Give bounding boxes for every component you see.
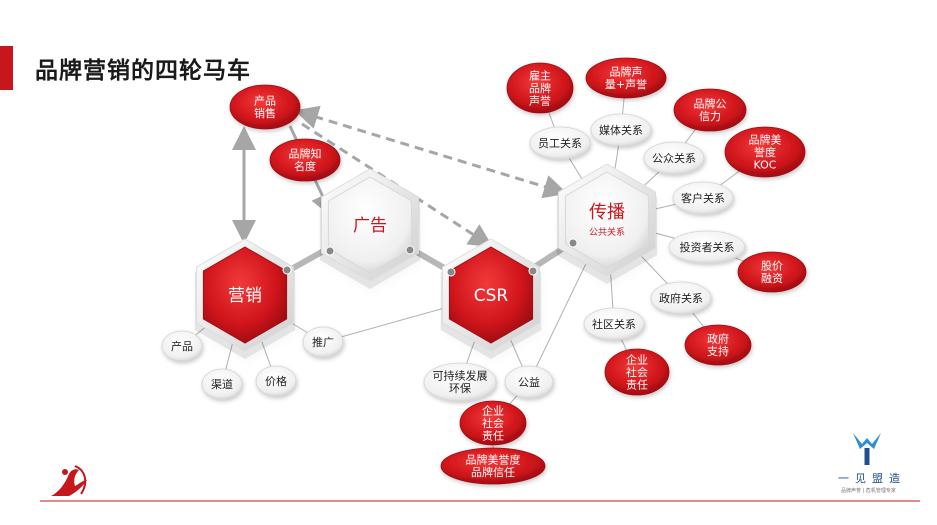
node-label: 信力 [699,110,721,123]
dashed-arrow-line [294,105,568,199]
node-customer-relations: 客户关系 [672,181,734,215]
node-label: 客户关系 [681,191,725,205]
hex-advert: 广告 [319,168,421,289]
connector-knob [325,246,335,256]
node-label: 品牌声 [610,65,643,79]
node-label: 可持续发展 [433,369,488,383]
node-gov-relations: 政府关系 [650,281,712,315]
node-community-relations: 社区关系 [583,307,645,341]
node-employee-relations: 员工关系 [529,126,591,160]
node-label: 政府关系 [659,291,703,305]
node-label: 社会 [482,416,504,430]
node-investor-relations: 投资者关系 [668,230,746,264]
node-label: 公益 [518,375,540,389]
page-title: 品牌营销的四轮马车 [35,58,251,84]
node-label: 品牌知 [289,147,322,161]
node-label: 企业 [626,353,648,367]
node-label: 品牌美誉度 [466,453,521,467]
node-label: 雇主 [529,69,551,83]
node-label: 投资者关系 [680,240,735,254]
node-label: 企业 [482,404,504,418]
node-promotion: 推广 [302,326,344,358]
node-label: 员工关系 [538,136,582,150]
node-public-welfare: 公益 [504,365,554,399]
node-label: 公众关系 [652,151,696,165]
brand-logo-icon [853,433,881,465]
node-label: 融资 [761,272,783,285]
node-label: 产品 [171,339,193,353]
node-product: 产品 [161,330,203,362]
node-label: 名度 [294,159,316,173]
archer-logo-icon [51,465,87,496]
connector-knob [446,267,456,277]
connector-knob [528,266,538,276]
node-label: 社区关系 [592,317,636,331]
hex-marketing: 营销 [194,238,296,359]
node-label: 股价 [761,260,783,273]
node-label: 渠道 [211,377,233,391]
title-accent-bar [0,46,13,90]
node-label: 媒体关系 [599,123,643,137]
node-label: 推广 [312,335,334,349]
node-label: 责任 [626,379,648,392]
node-label: 销售 [254,106,276,120]
hex-csr: CSR [440,238,542,359]
node-label: 支持 [707,344,729,358]
connector-knob [568,238,578,248]
connector-knob [405,245,415,255]
node-label: 品牌信任 [471,465,515,479]
connector-knob [282,265,292,275]
node-price: 价格 [255,365,297,397]
footer-divider [40,500,920,502]
node-label: 环保 [449,381,471,395]
brand-logo-name: 一见盟造 [838,472,906,485]
hex-label: 广告 [353,216,387,236]
node-label: 价格 [265,374,287,388]
node-label: 声誉 [529,94,551,108]
hex-label: 营销 [228,286,262,306]
hex-label: 传播 [589,202,625,223]
node-label: 品牌 [529,81,551,95]
node-label: 政府 [707,332,729,346]
node-media-relations: 媒体关系 [590,113,652,147]
node-label: 量+声誉 [605,77,647,91]
node-public-relations: 公众关系 [643,141,705,175]
node-label: 品牌公 [694,97,727,111]
node-label: 誉度 [754,145,776,159]
node-label: 社会 [626,365,648,379]
brand-logo-tagline: 品牌声誉 | 危机管理专家 [841,488,896,494]
node-channel: 渠道 [201,368,243,400]
node-label: 品牌美 [749,133,782,147]
node-label: 产品 [254,94,276,108]
hex-label: CSR [474,286,509,306]
node-label: KOC [754,159,777,172]
node-label: 责任 [482,430,504,443]
hex-sublabel: 公共关系 [589,226,625,238]
